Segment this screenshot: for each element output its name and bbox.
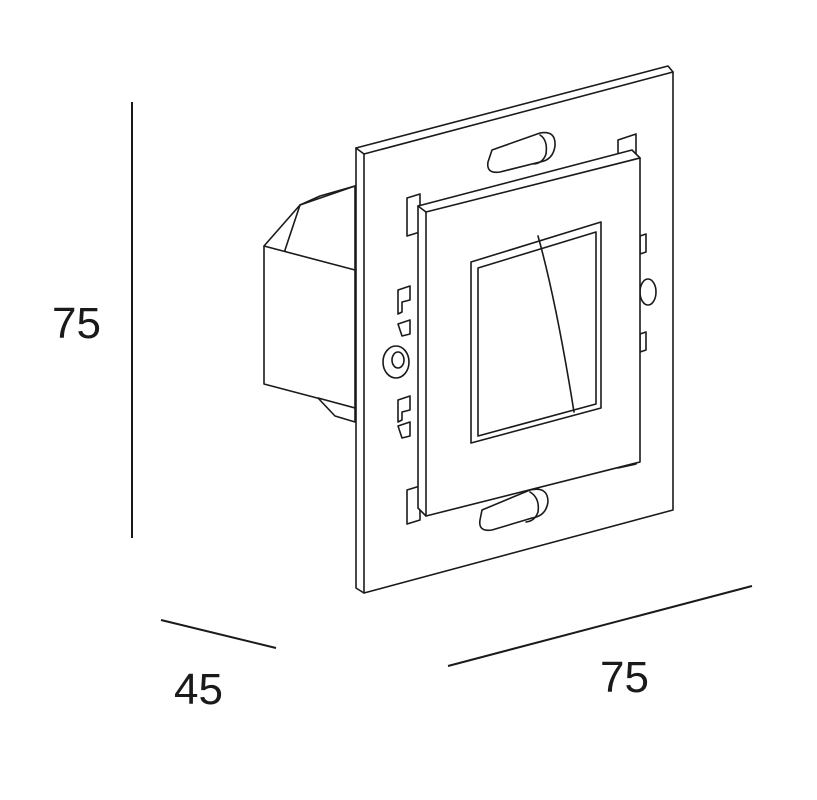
light-window xyxy=(470,221,602,444)
depth-dimension-line xyxy=(160,619,277,649)
right-screw-hole xyxy=(639,278,657,306)
width-dimension-label: 75 xyxy=(600,653,649,702)
bottom-mounting-slot xyxy=(478,488,549,532)
rear-housing xyxy=(263,185,356,423)
top-mounting-slot xyxy=(486,131,556,174)
left-clips xyxy=(397,285,411,439)
height-dimension-label: 75 xyxy=(52,299,101,348)
left-screw-hole xyxy=(382,345,410,379)
width-dimension-line xyxy=(447,585,753,667)
depth-dimension-label: 45 xyxy=(174,665,223,714)
